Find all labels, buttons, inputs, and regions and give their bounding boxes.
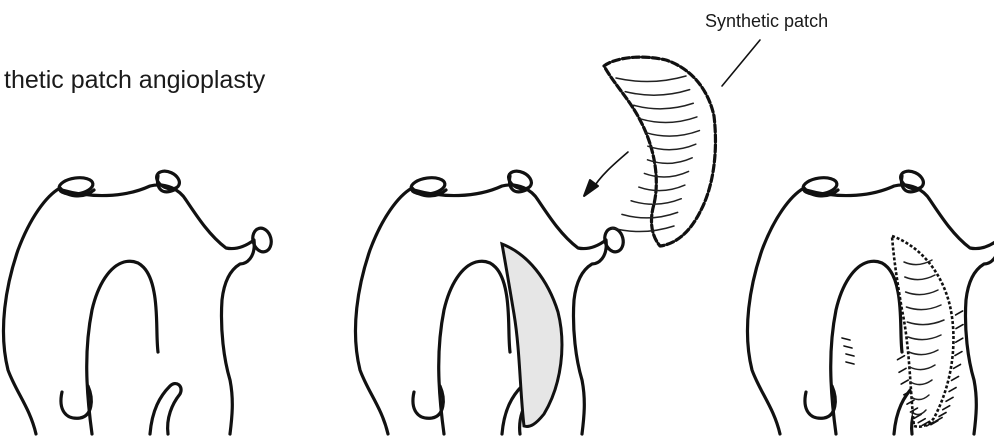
arch-panel-repaired (747, 168, 994, 434)
callout-leader (722, 40, 760, 86)
arch-panel-native (3, 168, 273, 434)
figure-heading: thetic patch angioplasty (4, 66, 265, 95)
placement-arrow (584, 152, 628, 196)
synthetic-patch (604, 57, 715, 246)
callout-label-synthetic-patch: Synthetic patch (705, 11, 828, 32)
arch-panel-incised (355, 168, 625, 434)
